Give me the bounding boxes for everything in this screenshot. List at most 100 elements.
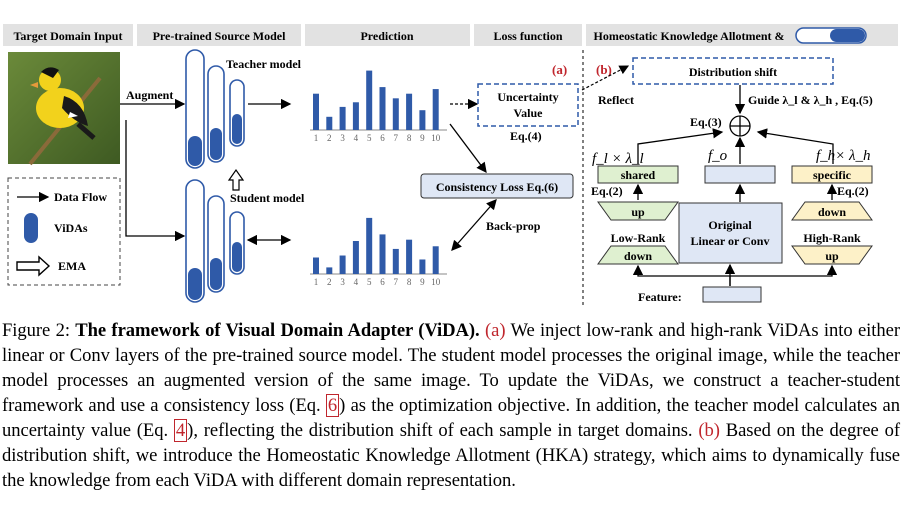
high-rank-up-box [791, 245, 873, 265]
chart-tick-label: 3 [340, 133, 345, 143]
chart-tick-label: 2 [327, 277, 332, 287]
chart-bar [326, 267, 333, 274]
shared-to-sum-arrow [637, 128, 724, 164]
low-rank-up-label: up [631, 205, 645, 219]
student-model [185, 179, 245, 303]
header-hka: Homeostatic Knowledge Allotment & [594, 29, 785, 43]
caption-figure-label: Figure 2: [2, 320, 70, 341]
header-input: Target Domain Input [14, 29, 123, 43]
chart-bar [366, 70, 373, 130]
fh-label: f_h× λ_h [816, 148, 871, 164]
consistency-loss-box [420, 173, 574, 199]
eq2-right-label: Eq.(2) [837, 184, 869, 198]
high-rank-down-box [791, 201, 873, 221]
reflect-label: Reflect [598, 93, 634, 107]
chart-tick-label: 9 [420, 133, 425, 143]
feature-to-high-arrow [730, 264, 838, 277]
chart-tick-label: 7 [394, 277, 399, 287]
chart-bar [379, 234, 386, 274]
chart-tick-label: 1 [314, 133, 319, 143]
caption-a-tag: (a) [485, 320, 506, 341]
legend-vidas: ViDAs [54, 221, 88, 235]
teacher-model [185, 49, 245, 169]
uncertainty-line2: Value [514, 106, 544, 120]
fo-label: f_o [708, 148, 728, 164]
chart-tick-label: 6 [380, 133, 385, 143]
chart-tick-label: 7 [394, 133, 399, 143]
caption-title: The framework of Visual Domain Adapter (… [75, 320, 480, 341]
caption-part2: ) as the optimization objective. In addi… [2, 395, 900, 441]
caption-ref-eq6[interactable]: 6 [325, 394, 340, 417]
chart-tick-label: 8 [407, 133, 412, 143]
legend-box [7, 177, 121, 286]
high-rank-label: High-Rank [803, 231, 861, 245]
chart-tick-label: 5 [367, 133, 372, 143]
header-pretrained-bg [137, 24, 301, 46]
guide-label: Guide λ_l & λ_h , Eq.(5) [748, 93, 873, 107]
fl-label: f_l × λ_l [592, 151, 644, 167]
distribution-shift-label: Distribution shift [689, 65, 777, 79]
panel-a-tag: (a) [552, 62, 567, 77]
bird-image [8, 52, 120, 166]
eq3-label: Eq.(3) [690, 115, 722, 129]
chart-tick-label: 6 [380, 277, 385, 287]
uncertainty-line1: Uncertainty [497, 90, 558, 104]
caption-part4: Based on the degree of distribution shif… [2, 420, 900, 491]
chart-bar [352, 102, 359, 130]
chart-tick-label: 1 [314, 277, 319, 287]
shared-label: shared [621, 168, 656, 182]
header-input-bg [3, 24, 133, 46]
chart-tick-label: 2 [327, 133, 332, 143]
chart-bar [432, 89, 439, 130]
header-prediction-bg [305, 24, 470, 46]
chart-bar [326, 116, 333, 130]
chart-bar [379, 87, 386, 130]
student-input-arrow [125, 120, 186, 242]
feature-label: Feature: [638, 290, 682, 304]
backprop-arrow [451, 199, 497, 251]
original-box [678, 202, 783, 264]
teacher-to-loss-arrow [449, 123, 487, 174]
chart-bar [313, 93, 319, 130]
framework-figure: Target Domain Input Pre-trained Source M… [3, 24, 898, 306]
toggle-knob [830, 29, 865, 42]
caption-ref-eq4[interactable]: 4 [173, 419, 188, 442]
figure-caption: Figure 2: The framework of Visual Domain… [2, 318, 900, 493]
chart-bar [352, 241, 359, 274]
chart-bar [419, 259, 426, 274]
ema-arrow [227, 168, 245, 191]
chart-bar [313, 257, 319, 274]
legend-data-flow: Data Flow [54, 190, 107, 204]
chart-bar [339, 106, 346, 130]
chart-bar [406, 239, 413, 274]
chart-tick-label: 3 [340, 277, 345, 287]
original-line2: Linear or Conv [691, 234, 770, 248]
low-rank-label: Low-Rank [611, 231, 666, 245]
augment-label: Augment [126, 88, 173, 102]
legend-ema-arrow [16, 255, 51, 277]
chart-tick-label: 10 [431, 133, 441, 143]
header-loss: Loss function [493, 29, 562, 43]
chart-bar [432, 246, 439, 274]
legend-ema: EMA [58, 259, 86, 273]
teacher-label: Teacher model [226, 57, 302, 71]
chart-bar [419, 110, 426, 130]
low-rank-down-label: down [624, 249, 652, 263]
eq2-left-label: Eq.(2) [591, 184, 623, 198]
legend-vida-shape [24, 213, 38, 243]
high-rank-down-label: down [818, 205, 846, 219]
chart-tick-label: 10 [431, 277, 441, 287]
specific-to-sum-arrow [756, 128, 834, 164]
chart-tick-label: 4 [354, 277, 359, 287]
header-prediction: Prediction [360, 29, 413, 43]
reflect-arrow [581, 65, 630, 91]
chart-tick-label: 9 [420, 277, 425, 287]
header-pretrained: Pre-trained Source Model [153, 29, 287, 43]
chart-bar [392, 248, 399, 274]
shared-box [597, 165, 679, 184]
caption-part3: ), reflecting the distribution shift of … [187, 420, 693, 441]
specific-box [791, 165, 873, 184]
chart-tick-label: 4 [354, 133, 359, 143]
